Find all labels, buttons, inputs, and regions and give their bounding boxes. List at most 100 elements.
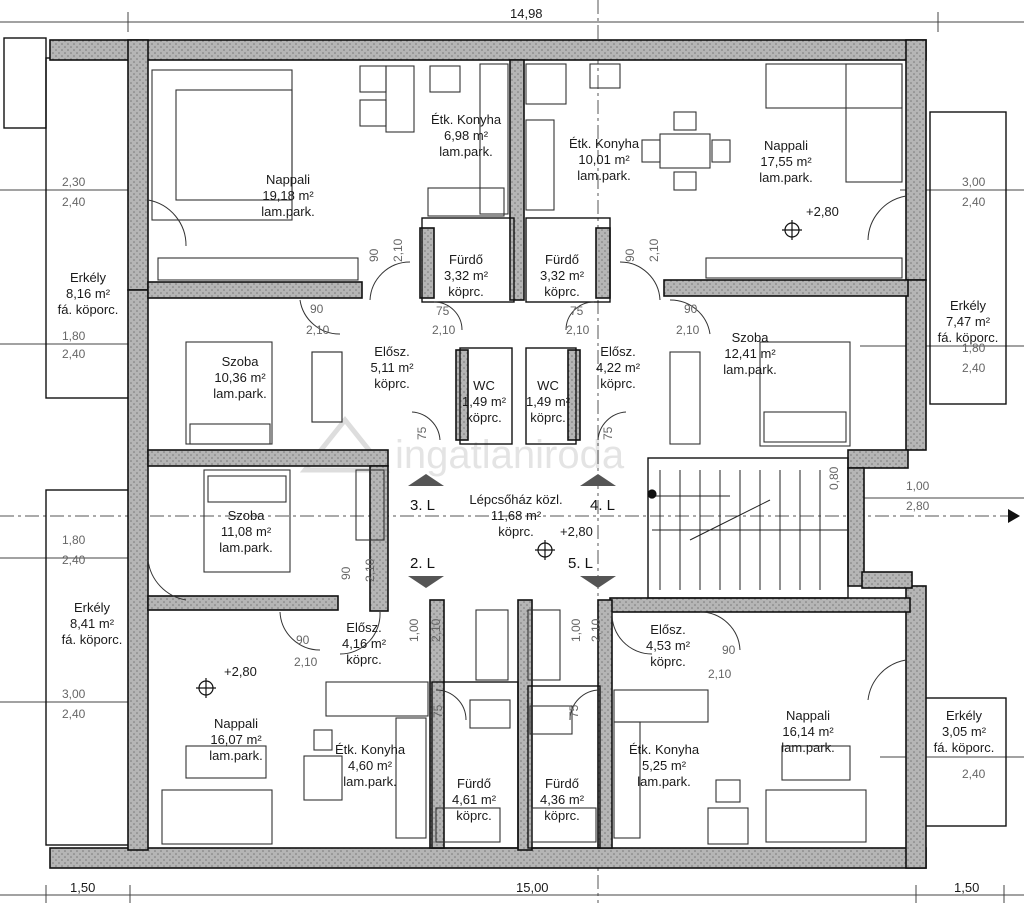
room-elosz-1: Elősz. 5,11 m² köprc. <box>370 344 414 391</box>
svg-text:Elősz.: Elősz. <box>650 622 685 637</box>
room-furdo-3: Fürdő 4,61 m² köprc. <box>452 776 497 823</box>
svg-text:Étk. Konyha: Étk. Konyha <box>569 136 640 151</box>
dimension-lines <box>0 12 1024 903</box>
dim-bottom-left: 1,50 <box>70 880 95 895</box>
svg-text:90: 90 <box>367 248 381 262</box>
dim-top-width: 14,98 <box>510 6 543 21</box>
svg-text:Erkély: Erkély <box>950 298 987 313</box>
svg-text:lam.park.: lam.park. <box>209 748 262 763</box>
svg-text:11,08 m²: 11,08 m² <box>221 524 272 539</box>
svg-text:19,18 m²: 19,18 m² <box>262 188 314 203</box>
door-swings <box>147 195 907 721</box>
dim-left-b: 2,40 <box>62 707 86 721</box>
svg-text:Erkély: Erkély <box>70 270 107 285</box>
svg-text:köprc.: köprc. <box>650 654 685 669</box>
door-dimensions: 90 2,10 90 2,10 90 2,10 90 2,10 75 2,10 … <box>294 238 841 718</box>
svg-text:4,36 m²: 4,36 m² <box>540 792 585 807</box>
svg-text:75: 75 <box>436 304 450 318</box>
svg-text:köprc.: köprc. <box>448 284 483 299</box>
svg-text:4,22 m²: 4,22 m² <box>596 360 641 375</box>
room-wc-2: WC 1,49 m² köprc. <box>526 378 571 425</box>
dim-bottom-mid: 15,00 <box>516 880 549 895</box>
svg-text:Étk. Konyha: Étk. Konyha <box>431 112 502 127</box>
svg-text:Elősz.: Elősz. <box>346 620 381 635</box>
svg-text:17,55 m²: 17,55 m² <box>760 154 812 169</box>
svg-text:3,32 m²: 3,32 m² <box>444 268 489 283</box>
svg-text:fá. köporc.: fá. köporc. <box>938 330 999 345</box>
svg-text:2,10: 2,10 <box>589 618 603 642</box>
svg-text:ingatlaniroda: ingatlaniroda <box>395 433 625 477</box>
room-konyha-4: Étk. Konyha 5,25 m² lam.park. <box>629 742 700 789</box>
room-labels: Nappali 19,18 m² lam.park. Étk. Konyha 6… <box>58 112 999 823</box>
svg-text:4,53 m²: 4,53 m² <box>646 638 691 653</box>
svg-text:Elősz.: Elősz. <box>600 344 635 359</box>
dim-left-b: 2,40 <box>62 347 86 361</box>
svg-text:lam.park.: lam.park. <box>577 168 630 183</box>
svg-text:lam.park.: lam.park. <box>439 144 492 159</box>
level-markers <box>196 220 802 698</box>
svg-text:Étk. Konyha: Étk. Konyha <box>629 742 700 757</box>
level-labels: +2,80 +2,80 +2,80 <box>224 204 839 679</box>
svg-text:2,10: 2,10 <box>306 323 330 337</box>
dim-bottom-right: 1,50 <box>954 880 979 895</box>
room-nappali-4: Nappali 16,14 m² lam.park. <box>781 708 834 755</box>
svg-text:2,10: 2,10 <box>566 323 590 337</box>
svg-text:köprc.: köprc. <box>374 376 409 391</box>
room-szoba-2: Szoba 12,41 m² lam.park. <box>723 330 776 377</box>
svg-text:2,10: 2,10 <box>363 558 377 582</box>
svg-text:Nappali: Nappali <box>764 138 808 153</box>
room-erkely-1: Erkély 8,16 m² fá. köporc. <box>58 270 119 317</box>
room-furdo-1: Fürdő 3,32 m² köprc. <box>444 252 489 299</box>
svg-text:lam.park.: lam.park. <box>759 170 812 185</box>
svg-text:Erkély: Erkély <box>946 708 983 723</box>
dim-left-a: 1,80 <box>62 533 86 547</box>
partitions <box>421 217 849 849</box>
svg-text:Fürdő: Fürdő <box>449 252 483 267</box>
room-erkely-2: Erkély 7,47 m² fá. köporc. <box>938 298 999 345</box>
svg-text:lam.park.: lam.park. <box>781 740 834 755</box>
svg-text:4. L: 4. L <box>590 497 615 514</box>
room-szoba-3: Szoba 11,08 m² lam.park. <box>219 508 272 555</box>
svg-text:lam.park.: lam.park. <box>261 204 314 219</box>
svg-text:köprc.: köprc. <box>466 410 501 425</box>
svg-text:lam.park.: lam.park. <box>637 774 690 789</box>
dim-left-a: 1,80 <box>62 329 86 343</box>
room-wc-1: WC 1,49 m² köprc. <box>462 378 507 425</box>
room-nappali-2: Nappali 17,55 m² lam.park. <box>759 138 812 185</box>
svg-text:1,49 m²: 1,49 m² <box>526 394 571 409</box>
room-elosz-2: Elősz. 4,22 m² köprc. <box>596 344 641 391</box>
svg-text:16,14 m²: 16,14 m² <box>782 724 834 739</box>
svg-text:6,98 m²: 6,98 m² <box>444 128 489 143</box>
svg-text:2,10: 2,10 <box>429 618 443 642</box>
svg-text:fá. köporc.: fá. köporc. <box>934 740 995 755</box>
svg-text:90: 90 <box>722 643 736 657</box>
svg-text:köprc.: köprc. <box>346 652 381 667</box>
svg-text:1,49 m²: 1,49 m² <box>462 394 507 409</box>
svg-text:75: 75 <box>570 304 584 318</box>
room-elosz-3: Elősz. 4,16 m² köprc. <box>342 620 387 667</box>
svg-text:köprc.: köprc. <box>530 410 565 425</box>
room-furdo-4: Fürdő 4,36 m² köprc. <box>540 776 585 823</box>
svg-text:Lépcsőház közl.: Lépcsőház közl. <box>469 492 562 507</box>
svg-text:90: 90 <box>623 248 637 262</box>
svg-text:3,32 m²: 3,32 m² <box>540 268 585 283</box>
svg-text:2,10: 2,10 <box>432 323 456 337</box>
watermark: ingatlaniroda <box>299 415 625 477</box>
svg-text:2,10: 2,10 <box>391 238 405 262</box>
svg-text:2,10: 2,10 <box>294 655 318 669</box>
svg-text:1,00: 1,00 <box>569 618 583 642</box>
room-nappali-3: Nappali 16,07 m² lam.park. <box>209 716 262 763</box>
furniture <box>151 63 903 845</box>
svg-text:Szoba: Szoba <box>732 330 770 345</box>
svg-text:16,07 m²: 16,07 m² <box>210 732 262 747</box>
dim-left-a: 2,30 <box>62 175 86 189</box>
svg-text:Szoba: Szoba <box>228 508 266 523</box>
svg-text:1,00: 1,00 <box>407 618 421 642</box>
dim-right-b: 2,40 <box>962 195 986 209</box>
svg-text:2,10: 2,10 <box>708 667 732 681</box>
dim-left-b: 2,40 <box>62 553 86 567</box>
svg-text:90: 90 <box>684 302 698 316</box>
svg-text:WC: WC <box>473 378 495 393</box>
svg-text:2. L: 2. L <box>410 555 435 572</box>
